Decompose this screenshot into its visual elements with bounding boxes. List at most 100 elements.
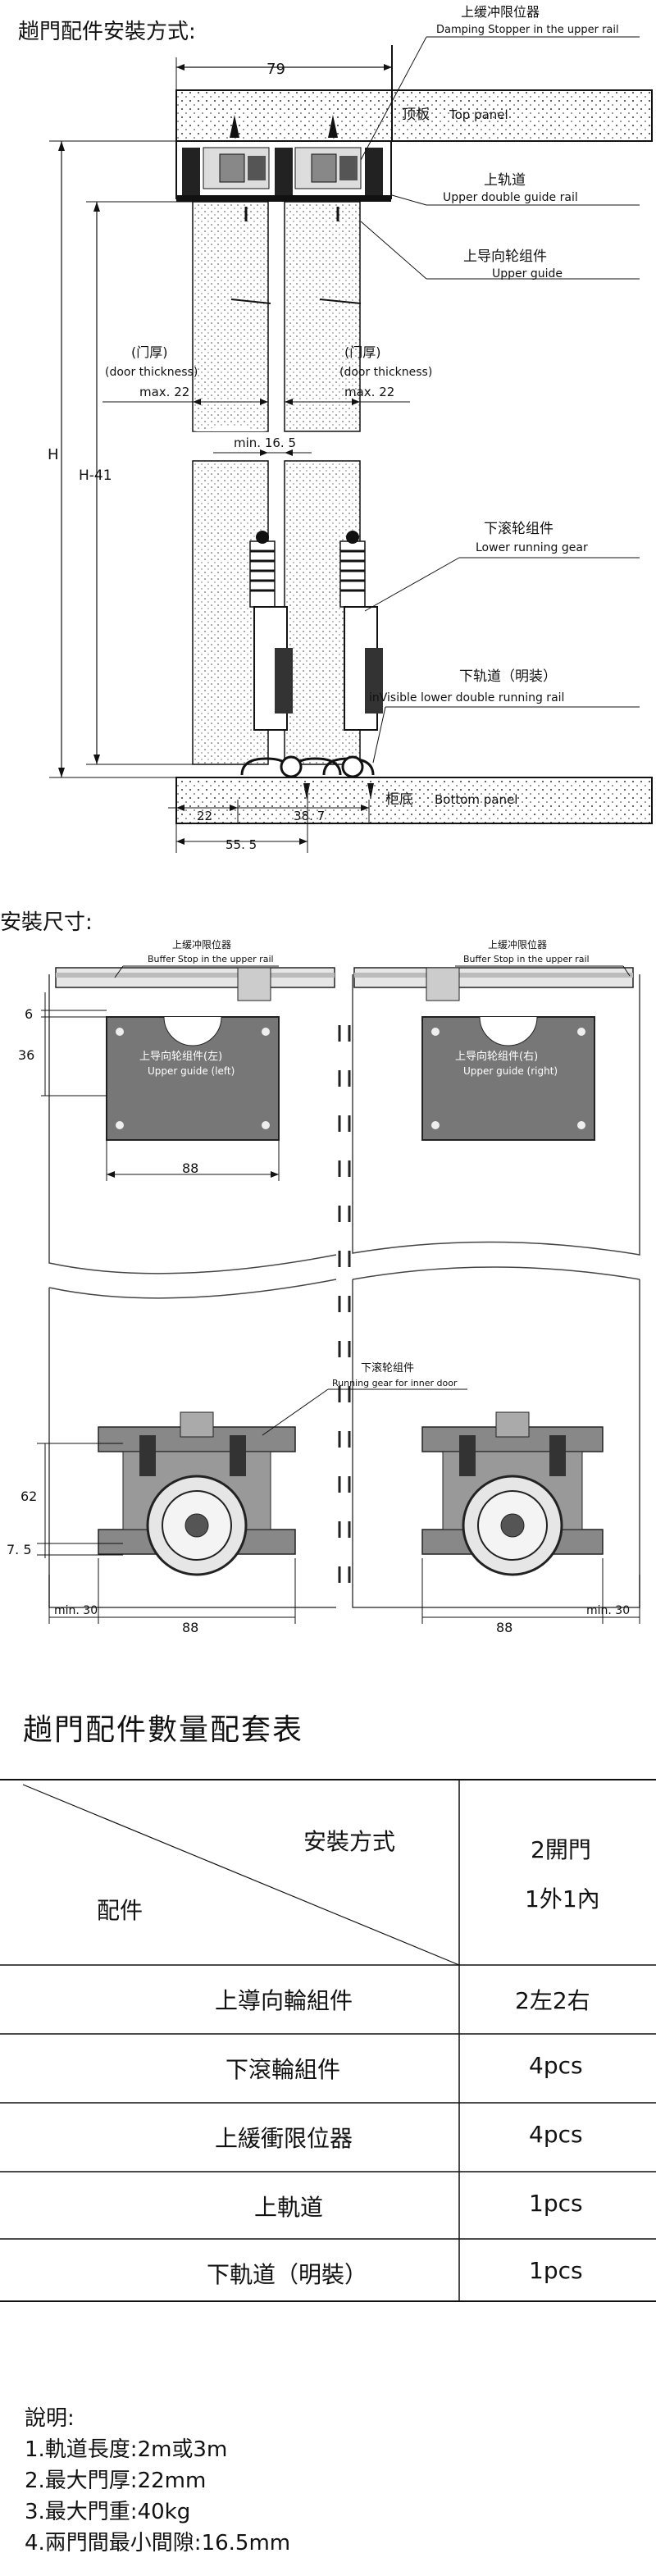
row-qty-4: 1pcs — [529, 2257, 583, 2284]
svg-text:Upper guide: Upper guide — [492, 267, 563, 280]
bottom-panel — [175, 777, 653, 824]
upper-guide-right: 上导向轮组件(右) Upper guide (right) — [421, 1016, 595, 1141]
svg-text:inVisible lower double running: inVisible lower double running rail — [369, 691, 564, 704]
parts-table-title: 趟門配件數量配套表 — [23, 1713, 304, 1747]
svg-text:H-41: H-41 — [79, 467, 112, 484]
lower-running-gear-right — [339, 531, 383, 731]
row-part-4: 下軌道（明裝） — [207, 2261, 368, 2288]
dim-width-79: 79 — [175, 57, 392, 90]
svg-text:柜底: 柜底 — [385, 791, 413, 808]
dim-bottom: 22 38. 7 55. 5 — [168, 787, 370, 853]
svg-text:55. 5: 55. 5 — [226, 837, 257, 852]
callout-bottom-panel: 柜底 Bottom panel — [385, 791, 517, 808]
svg-text:(door thickness): (door thickness) — [339, 366, 432, 379]
svg-text:H: H — [48, 446, 59, 463]
callout-lower-rail: 下轨道（明装） inVisible lower double running r… — [369, 668, 640, 764]
row-part-2: 上緩衝限位器 — [215, 2125, 353, 2152]
dim-6-36: 6 36 — [18, 992, 107, 1097]
svg-text:88: 88 — [182, 1620, 198, 1635]
notes-block: 說明: 1.軌道長度:2m或3m 2.最大門厚:22mm 3.最大門重:40kg… — [25, 2403, 290, 2559]
callout-buffer-right: 上缓冲限位器 Buffer Stop in the upper rail — [455, 938, 631, 977]
svg-text:下轨道（明装）: 下轨道（明装） — [459, 668, 557, 685]
note-item-4: 4.兩門間最小間隙:16.5mm — [25, 2531, 291, 2555]
install-method-title: 趟門配件安裝方式: — [18, 20, 196, 44]
upper-guide-left: 上导向轮组件(左) Upper guide (left) — [106, 1016, 280, 1141]
svg-text:Lower running gear: Lower running gear — [476, 541, 588, 554]
svg-text:6: 6 — [25, 1006, 33, 1022]
svg-text:max. 22: max. 22 — [344, 385, 394, 399]
svg-text:(门厚): (门厚) — [131, 344, 168, 360]
install-dimension-title: 安裝尺寸: — [0, 910, 93, 935]
svg-text:顶板: 顶板 — [402, 107, 430, 123]
svg-text:上缓冲限位器: 上缓冲限位器 — [461, 4, 540, 20]
svg-text:min. 30: min. 30 — [586, 1604, 630, 1617]
svg-text:上导向轮组件: 上导向轮组件 — [463, 248, 547, 265]
svg-text:上缓冲限位器: 上缓冲限位器 — [172, 938, 231, 951]
svg-text:Upper guide (left): Upper guide (left) — [148, 1065, 235, 1077]
callout-buffer-left: 上缓冲限位器 Buffer Stop in the upper rail — [114, 938, 279, 978]
callout-upper-guide: 上导向轮组件 Upper guide — [360, 221, 640, 280]
svg-text:Damping Stopper in the upper r: Damping Stopper in the upper rail — [436, 24, 619, 36]
door-left-upper — [192, 201, 269, 432]
row-qty-3: 1pcs — [529, 2190, 583, 2217]
dim-H: H — [48, 140, 176, 778]
note-item-2: 2.最大門厚:22mm — [25, 2469, 207, 2493]
install-dimension-diagram: 上导向轮组件(左) Upper guide (left) 上导向轮组件(右) U… — [7, 938, 640, 1635]
install-cross-section-diagram: 79 (门厚) (door thickness) max. 22 — [48, 4, 653, 853]
svg-text:Top panel: Top panel — [449, 107, 508, 122]
svg-text:(door thickness): (door thickness) — [105, 366, 198, 379]
door-thickness-left: (门厚) (door thickness) max. 22 — [102, 344, 268, 405]
note-item-3: 3.最大門重:40kg — [25, 2500, 191, 2524]
dim-88-upper: 88 — [106, 1140, 280, 1181]
callout-top-panel: 顶板 Top panel — [402, 107, 508, 123]
svg-text:Upper guide (right): Upper guide (right) — [463, 1065, 558, 1077]
row-part-3: 上軌道 — [254, 2194, 324, 2221]
header-door: 2開門 — [531, 1836, 591, 1863]
svg-text:上导向轮组件(右): 上导向轮组件(右) — [455, 1050, 538, 1063]
running-gear-right — [421, 1411, 604, 1576]
row-qty-0: 2左2右 — [515, 1987, 590, 2014]
upper-rail-left — [55, 967, 335, 1001]
svg-text:(门厚): (门厚) — [344, 344, 381, 360]
callout-stopper: 上缓冲限位器 Damping Stopper in the upper rail — [360, 4, 640, 161]
center-gap-dashes — [338, 1025, 351, 1591]
header-method: 安裝方式 — [303, 1828, 396, 1855]
svg-text:22: 22 — [197, 809, 212, 823]
svg-text:上导向轮组件(左): 上导向轮组件(左) — [139, 1050, 222, 1063]
dim-gap: min. 16. 5 — [213, 435, 312, 456]
dim-H41: H-41 — [79, 201, 193, 765]
door-right-upper — [284, 201, 361, 432]
svg-text:下滚轮组件: 下滚轮组件 — [484, 521, 554, 537]
row-qty-1: 4pcs — [529, 2052, 583, 2079]
notes-title: 說明: — [25, 2406, 75, 2431]
svg-text:Buffer Stop in the upper rail: Buffer Stop in the upper rail — [463, 954, 590, 964]
upper-rail-assembly — [175, 115, 392, 202]
dim-88-lower-left: min. 30 88 — [48, 1558, 296, 1635]
svg-text:Running gear for inner door: Running gear for inner door — [332, 1378, 458, 1388]
callout-running-gear: 下滚轮组件 Running gear for inner door — [262, 1361, 467, 1436]
svg-text:下滚轮组件: 下滚轮组件 — [361, 1361, 414, 1375]
door-outline-right — [352, 974, 640, 1608]
row-qty-2: 4pcs — [529, 2121, 583, 2148]
upper-rail-right — [353, 967, 634, 1001]
callout-lower-gear: 下滚轮组件 Lower running gear — [364, 521, 640, 612]
lower-running-gear-left — [249, 531, 293, 731]
svg-text:上轨道: 上轨道 — [484, 172, 526, 189]
row-part-0: 上導向輪組件 — [215, 1987, 353, 2014]
lower-rail — [240, 755, 375, 800]
svg-text:Buffer Stop in the upper rail: Buffer Stop in the upper rail — [148, 954, 274, 964]
svg-text:88: 88 — [496, 1620, 512, 1635]
svg-text:Upper double guide rail: Upper double guide rail — [443, 191, 578, 204]
svg-text:min. 30: min. 30 — [54, 1604, 98, 1617]
dim-62-75: 62 7. 5 — [7, 1443, 123, 1558]
header-part: 配件 — [97, 1897, 144, 1924]
svg-text:88: 88 — [182, 1160, 198, 1176]
svg-text:Bottom panel: Bottom panel — [435, 792, 517, 807]
header-door-type: 1外1內 — [525, 1885, 600, 1913]
svg-text:min. 16. 5: min. 16. 5 — [234, 435, 296, 450]
svg-text:上缓冲限位器: 上缓冲限位器 — [488, 938, 547, 951]
door-thickness-right: (门厚) (door thickness) max. 22 — [285, 344, 432, 405]
svg-text:7. 5: 7. 5 — [7, 1542, 32, 1557]
svg-text:62: 62 — [20, 1489, 37, 1504]
top-panel — [175, 89, 653, 142]
